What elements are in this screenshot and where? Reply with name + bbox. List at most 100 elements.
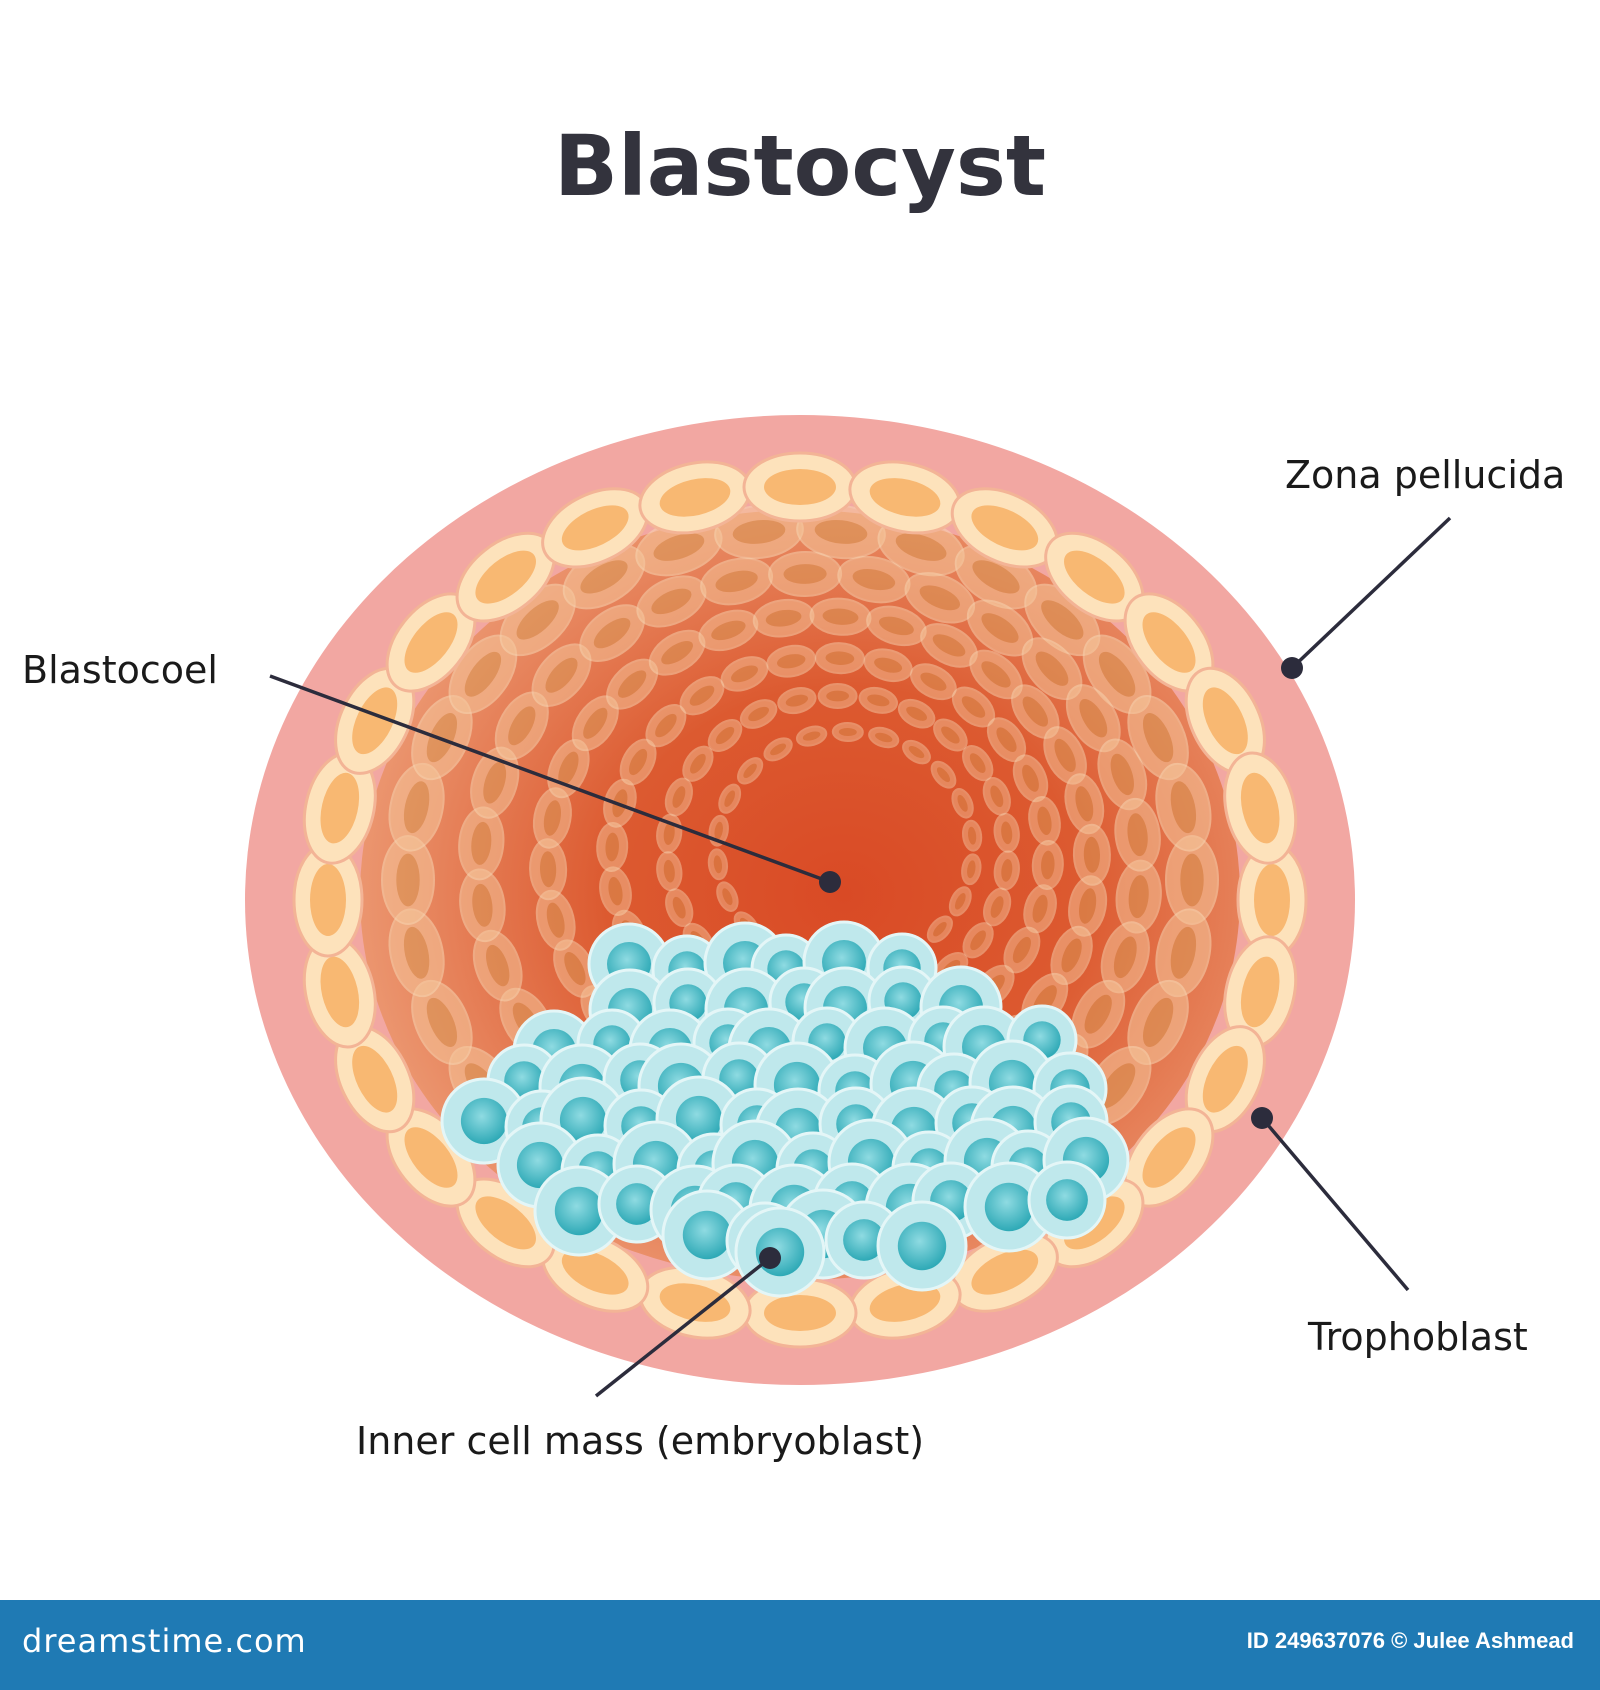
cavity-cell	[933, 718, 968, 752]
cavity-cell-nucleus	[663, 859, 675, 883]
cavity-cell-nucleus	[396, 853, 420, 907]
inner-cell-nucleus	[675, 1095, 723, 1143]
cavity-cell-nucleus	[715, 570, 758, 593]
trophoblast-cell	[385, 592, 477, 693]
trophoblast-cell-nucleus	[352, 1045, 398, 1113]
cavity-cell	[768, 550, 843, 598]
cavity-cell-nucleus	[1128, 875, 1149, 919]
cavity-cell-nucleus	[875, 732, 893, 743]
cavity-cell-nucleus	[1035, 651, 1069, 686]
cavity-cell-nucleus	[545, 657, 578, 693]
cavity-cell	[948, 886, 972, 917]
inner-cell-mass	[440, 920, 1130, 1298]
cavity-cell-nucleus	[1041, 600, 1084, 640]
cavity-cell-nucleus	[724, 790, 736, 807]
cavity-cell	[863, 648, 913, 683]
cavity-cell	[962, 922, 994, 959]
cavity-cell-nucleus	[715, 726, 735, 745]
cavity-cell	[718, 783, 742, 814]
cavity-cell	[531, 643, 592, 707]
cavity-cell	[868, 726, 900, 749]
cavity-cell-nucleus	[1084, 994, 1112, 1034]
cavity-cell	[529, 838, 568, 901]
inner-cell	[876, 1200, 968, 1292]
inner-cell-nucleus	[554, 1186, 604, 1236]
cavity-cell-body	[817, 682, 858, 710]
cavity-cell	[1127, 695, 1189, 781]
cavity-cell-body	[982, 777, 1011, 816]
cavity-cell-nucleus	[981, 613, 1019, 643]
trophoblast-cell-nucleus	[659, 1283, 731, 1322]
cavity-cell-nucleus	[969, 753, 986, 773]
cavity-cell-nucleus	[403, 781, 430, 834]
cavity-cell	[737, 757, 764, 785]
cavity-cell	[656, 851, 683, 892]
trophoblast-cell	[1123, 592, 1215, 693]
cavity-cell-nucleus	[996, 727, 1017, 753]
cavity-cell-nucleus	[605, 832, 619, 862]
trophoblast-cell-nucleus	[561, 1249, 629, 1295]
cavity-cell-nucleus	[617, 670, 647, 698]
cavity-cell-nucleus	[1001, 859, 1013, 882]
cavity-cell-body	[1028, 796, 1061, 846]
cavity-cell-body	[831, 721, 864, 743]
trophoblast-cell-nucleus	[1142, 612, 1196, 673]
footer-credit: ID 249637076 © Julee Ashmead	[1246, 1628, 1574, 1653]
inner-cell	[734, 1206, 826, 1298]
cavity-cell-nucleus	[689, 685, 715, 706]
cavity-cell	[858, 686, 898, 714]
cavity-cell	[993, 850, 1020, 891]
cavity-cell	[961, 853, 982, 886]
cavity-cell	[1050, 925, 1093, 985]
cavity-cell-nucleus	[539, 851, 557, 888]
cavity-cell	[766, 644, 816, 678]
cavity-cell-nucleus	[1110, 753, 1134, 796]
cavity-cell-nucleus	[990, 785, 1004, 808]
trophoblast-cell-nucleus	[404, 1127, 458, 1188]
cavity-cell-body	[656, 851, 683, 892]
cavity-cell-nucleus	[933, 921, 947, 937]
cavity-cell-nucleus	[895, 533, 947, 561]
trophoblast-cell	[742, 451, 858, 523]
cavity-cell-nucleus	[957, 794, 968, 812]
trophoblast-cell-nucleus	[310, 864, 346, 936]
cavity-cell-nucleus	[1022, 764, 1039, 792]
cavity-cell-nucleus	[1061, 938, 1082, 973]
inner-cell-nucleus	[984, 1182, 1034, 1232]
cavity-cell	[606, 658, 659, 710]
cavity-cell-nucleus	[814, 519, 868, 544]
diagram-title: Blastocyst	[554, 117, 1046, 215]
cavity-cell	[930, 760, 957, 789]
cavity-cell-nucleus	[776, 654, 806, 669]
trophoblast-cell-nucleus	[352, 687, 398, 755]
cavity-cell-nucleus	[743, 763, 757, 779]
cavity-cell	[809, 597, 872, 636]
cavity-cell	[951, 788, 974, 819]
cavity-cell-nucleus	[1054, 738, 1076, 772]
cavity-cell-body	[983, 887, 1012, 927]
cavity-cell-nucleus	[967, 860, 976, 879]
cavity-cell	[459, 868, 506, 943]
trophoblast-cell	[302, 751, 377, 865]
cavity-cell	[982, 777, 1011, 816]
cavity-cell	[904, 572, 976, 624]
trophoblast-cell	[302, 935, 377, 1049]
cavity-cell-body	[961, 819, 983, 852]
cavity-cell	[619, 738, 657, 786]
cavity-cell-nucleus	[1001, 821, 1013, 845]
cavity-cell-body	[1012, 754, 1049, 803]
cavity-cell	[645, 704, 687, 748]
footer-brand[interactable]: dreamstime.com	[22, 1622, 307, 1660]
trophoblast-cell-nucleus	[869, 1283, 941, 1322]
inner-cell	[1027, 1160, 1107, 1240]
cavity-cell-nucleus	[838, 727, 857, 737]
trophoblast-cell-nucleus	[1142, 1127, 1196, 1188]
trophoblast-cell-nucleus	[475, 550, 536, 604]
cavity-cell-body	[926, 915, 953, 943]
inner-cell-nucleus	[682, 1210, 732, 1260]
trophoblast-cell-nucleus	[320, 772, 360, 844]
cavity-cell-body	[930, 760, 957, 789]
cavity-cell	[411, 979, 473, 1065]
cavity-cell-nucleus	[1079, 698, 1108, 738]
cavity-cell-nucleus	[970, 930, 986, 951]
